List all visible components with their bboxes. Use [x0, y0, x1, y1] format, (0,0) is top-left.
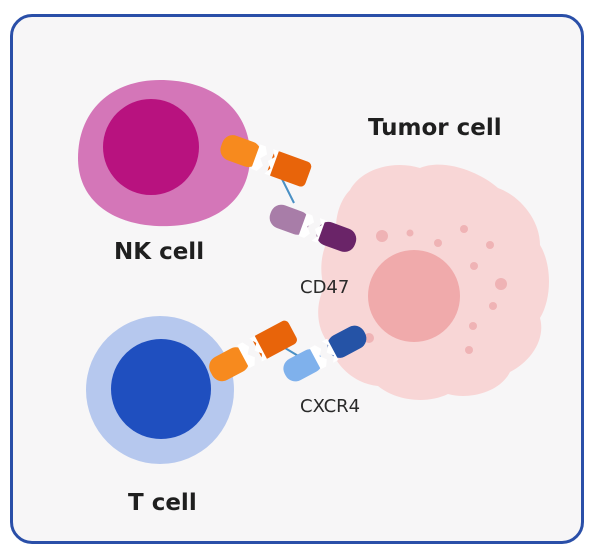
t-nucleus	[111, 339, 211, 439]
cxcr4-label: CXCR4	[300, 396, 360, 417]
cd47-receptor	[269, 204, 357, 252]
nk-cell-label: NK cell	[114, 239, 204, 265]
tumor-granules	[364, 225, 507, 354]
t-cell-label: T cell	[128, 490, 197, 516]
nk-cell	[78, 80, 251, 227]
tumor-nucleus	[368, 250, 460, 342]
t-cell	[86, 316, 234, 464]
tumor-cell-label: Tumor cell	[368, 115, 502, 141]
t-receptor	[209, 320, 297, 382]
nk-nucleus	[103, 99, 199, 195]
nk-receptor	[220, 135, 312, 187]
tumor-cell	[318, 164, 549, 400]
cd47-label: CD47	[300, 277, 349, 298]
cxcr4-receptor	[283, 325, 367, 382]
